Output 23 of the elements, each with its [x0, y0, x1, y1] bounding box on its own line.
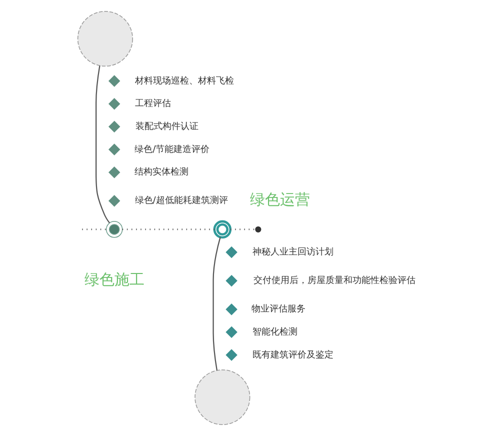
label: 绿色/节能建造评价 — [134, 144, 210, 155]
label: 神秘人业主回访计划 — [252, 248, 334, 258]
connector — [96, 66, 110, 224]
label: 绿色运营 — [250, 192, 310, 209]
connector — [230, 228, 256, 230]
node-circle — [106, 221, 123, 238]
label: 既有建筑评价及鉴定 — [252, 350, 334, 360]
label: 绿色施工 — [84, 272, 144, 289]
label: 物业评估服务 — [252, 304, 306, 315]
label: 材料现场巡检、材料飞检 — [134, 76, 234, 86]
label: 装配式构件认证 — [135, 122, 198, 132]
node-circle — [77, 10, 133, 67]
label: 交付使用后，房屋质量和功能性检验评估 — [253, 276, 416, 286]
label: 智能化检测 — [252, 328, 298, 338]
label: 结构实体检测 — [134, 168, 189, 178]
node-circle — [213, 220, 232, 239]
label: 绿色/超低能耗建筑测评 — [134, 196, 228, 206]
connector — [122, 228, 214, 230]
node-circle — [194, 369, 250, 426]
node-circle — [255, 226, 262, 232]
connector — [82, 228, 106, 230]
label: 工程评估 — [135, 99, 172, 110]
connector — [212, 237, 221, 370]
